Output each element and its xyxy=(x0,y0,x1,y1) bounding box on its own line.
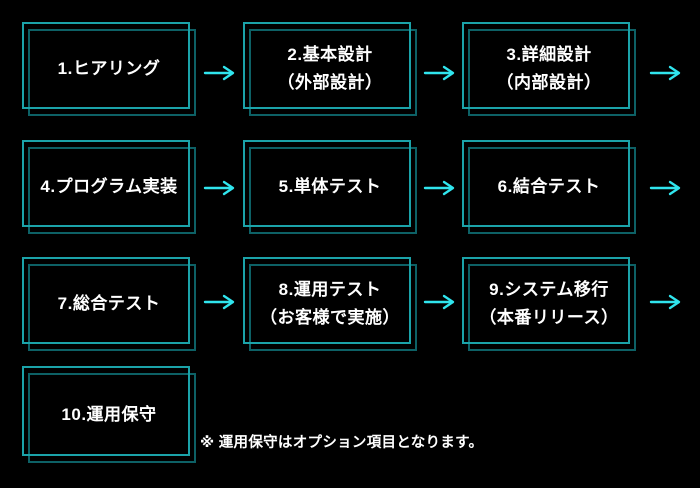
flow-step-line1: 9.システム移行 xyxy=(489,280,609,300)
arrow-right-icon xyxy=(203,294,235,310)
flow-step-line1: 8.運用テスト xyxy=(278,280,382,300)
box-main-frame xyxy=(462,22,630,109)
flow-step-8-operation-test: 8.運用テスト （お客様で実施） xyxy=(243,257,419,353)
flow-step-6-integration-test: 6.結合テスト xyxy=(462,140,638,236)
box-shadow-frame xyxy=(28,264,196,351)
option-note: ※ 運用保守はオプション項目となります。 xyxy=(200,435,484,451)
flow-step-10-maintenance: 10.運用保守 xyxy=(22,366,198,463)
flow-step-label: 2.基本設計 （外部設計） xyxy=(243,22,417,116)
flow-step-line1: 10.運用保守 xyxy=(61,404,157,424)
flow-step-line1: 6.結合テスト xyxy=(497,177,601,197)
box-main-frame xyxy=(243,140,411,227)
box-shadow-frame xyxy=(249,29,417,116)
box-shadow-frame xyxy=(28,373,196,463)
flow-step-label: 1.ヒアリング xyxy=(22,22,196,116)
flow-step-1-hearing: 1.ヒアリング xyxy=(22,22,198,118)
flow-step-line1: 2.基本設計 xyxy=(287,45,373,65)
flow-step-9-system-migration: 9.システム移行 （本番リリース） xyxy=(462,257,638,353)
flow-step-label: 5.単体テスト xyxy=(243,140,417,234)
arrow-right-icon xyxy=(423,294,455,310)
flow-step-line2: （外部設計） xyxy=(277,73,383,92)
flow-step-2-basic-design: 2.基本設計 （外部設計） xyxy=(243,22,419,118)
arrow-right-icon xyxy=(423,65,455,81)
box-main-frame xyxy=(22,140,190,227)
box-main-frame xyxy=(22,366,190,456)
flow-step-line2: （お客様で実施） xyxy=(260,308,400,327)
box-main-frame xyxy=(22,257,190,344)
arrow-right-icon xyxy=(203,65,235,81)
flow-step-label: 4.プログラム実装 xyxy=(22,140,196,234)
arrow-right-icon xyxy=(649,294,681,310)
flow-step-label: 3.詳細設計 （内部設計） xyxy=(462,22,636,116)
box-shadow-frame xyxy=(468,29,636,116)
box-shadow-frame xyxy=(28,29,196,116)
box-main-frame xyxy=(243,22,411,109)
flow-step-line1: 4.プログラム実装 xyxy=(40,177,178,197)
flow-step-5-unit-test: 5.単体テスト xyxy=(243,140,419,236)
box-shadow-frame xyxy=(249,264,417,351)
box-shadow-frame xyxy=(249,147,417,234)
flow-step-line1: 1.ヒアリング xyxy=(57,59,161,79)
flow-step-label: 8.運用テスト （お客様で実施） xyxy=(243,257,417,351)
arrow-right-icon xyxy=(649,65,681,81)
arrow-right-icon xyxy=(649,180,681,196)
arrow-right-icon xyxy=(203,180,235,196)
flow-step-7-system-test: 7.総合テスト xyxy=(22,257,198,353)
flow-step-4-programming: 4.プログラム実装 xyxy=(22,140,198,236)
box-shadow-frame xyxy=(468,147,636,234)
flow-step-label: 6.結合テスト xyxy=(462,140,636,234)
box-main-frame xyxy=(243,257,411,344)
box-main-frame xyxy=(22,22,190,109)
flow-step-line1: 3.詳細設計 xyxy=(506,45,592,65)
box-shadow-frame xyxy=(468,264,636,351)
flow-step-3-detail-design: 3.詳細設計 （内部設計） xyxy=(462,22,638,118)
flow-step-line1: 5.単体テスト xyxy=(278,177,382,197)
box-shadow-frame xyxy=(28,147,196,234)
box-main-frame xyxy=(462,257,630,344)
box-main-frame xyxy=(462,140,630,227)
flow-step-label: 10.運用保守 xyxy=(22,366,196,463)
flow-step-line1: 7.総合テスト xyxy=(57,294,161,314)
flow-step-line2: （内部設計） xyxy=(496,73,602,92)
flow-step-label: 7.総合テスト xyxy=(22,257,196,351)
flow-step-label: 9.システム移行 （本番リリース） xyxy=(462,257,636,351)
flow-step-line2: （本番リリース） xyxy=(479,308,619,327)
arrow-right-icon xyxy=(423,180,455,196)
